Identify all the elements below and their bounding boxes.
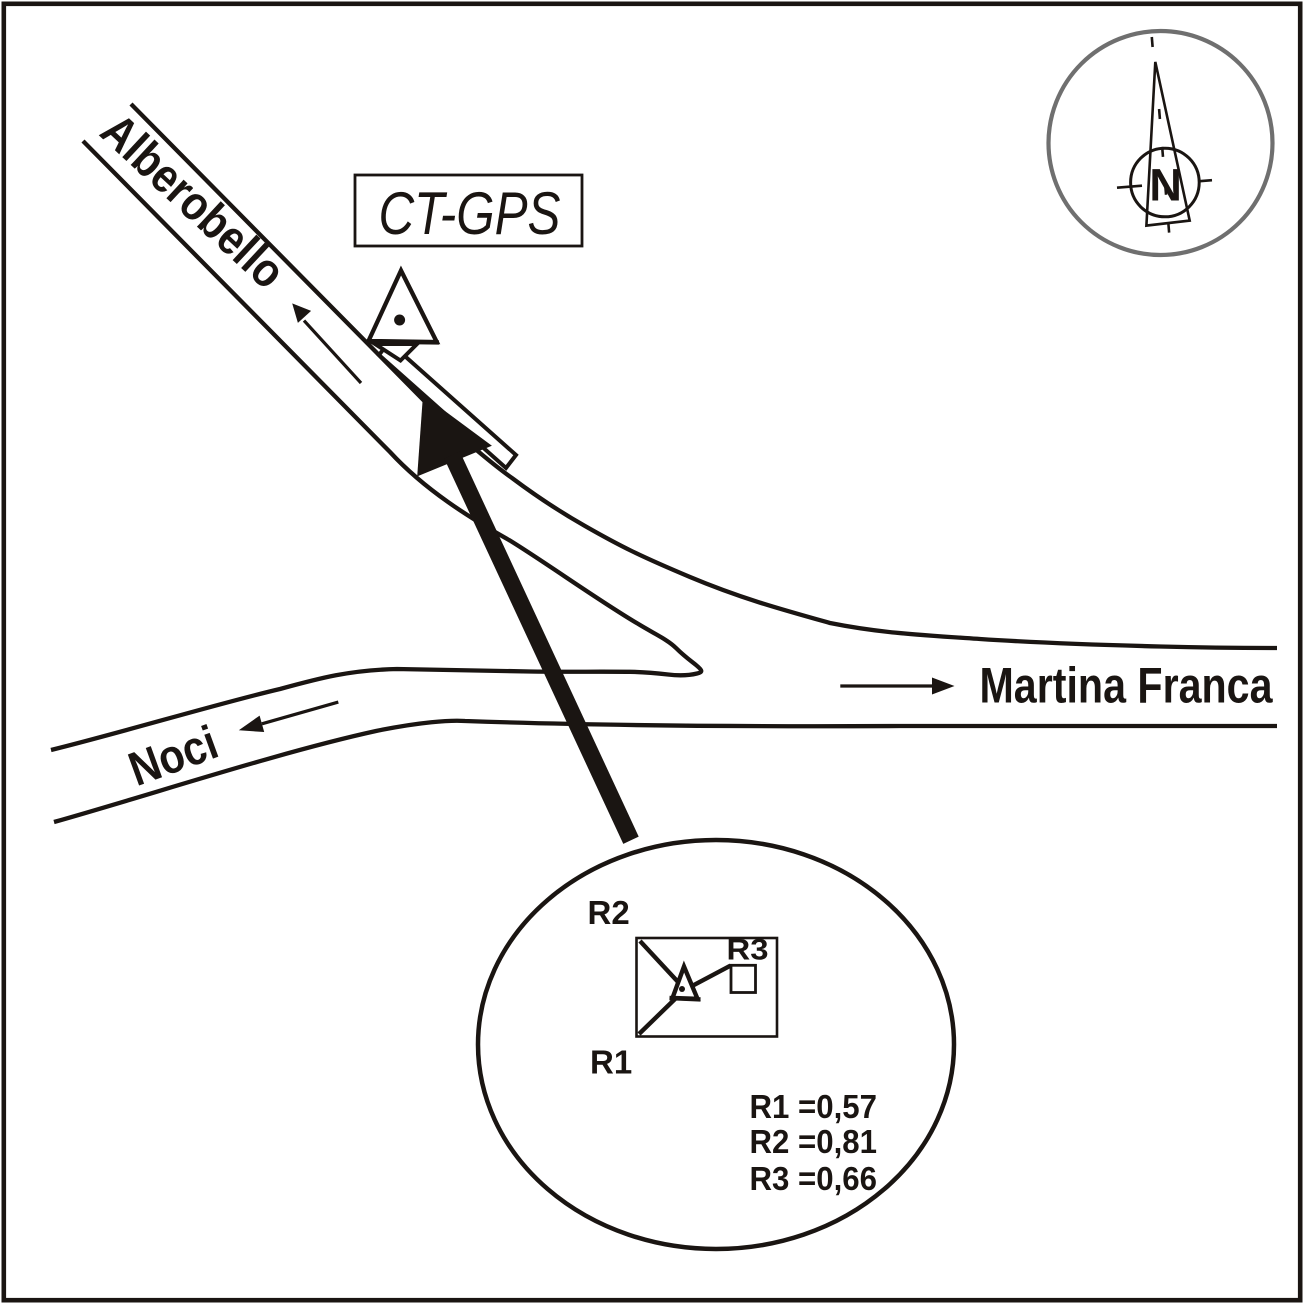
svg-text:R2 =0,81: R2 =0,81 <box>750 1123 878 1160</box>
svg-text:R3 =0,66: R3 =0,66 <box>750 1160 878 1197</box>
svg-text:R1 =0,57: R1 =0,57 <box>750 1088 878 1125</box>
svg-text:N: N <box>1149 160 1182 211</box>
svg-text:R1: R1 <box>590 1043 632 1080</box>
svg-text:R2: R2 <box>588 894 630 931</box>
svg-text:R3: R3 <box>727 933 769 966</box>
svg-text:Martina Franca: Martina Franca <box>980 658 1274 714</box>
svg-text:CT-GPS: CT-GPS <box>379 180 561 247</box>
